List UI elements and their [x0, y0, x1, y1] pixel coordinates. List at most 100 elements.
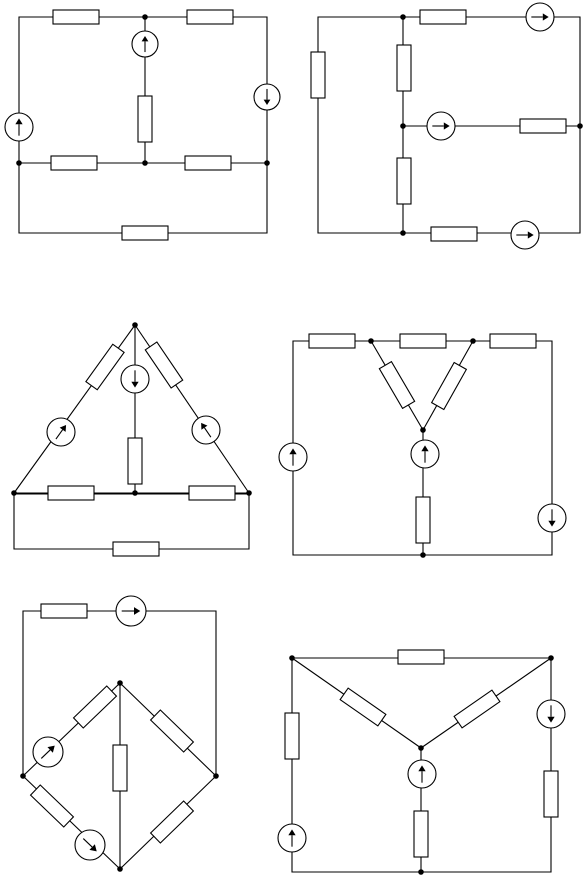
resistor — [413, 810, 429, 858]
current-source-arrow-head — [263, 99, 271, 106]
resistor — [149, 709, 195, 753]
junction-node — [16, 160, 22, 166]
current-source-arrow-head — [548, 520, 556, 527]
resistor — [399, 333, 447, 349]
wire — [13, 493, 250, 550]
junction-node — [470, 338, 476, 344]
current-source — [278, 442, 308, 472]
resistor — [308, 333, 356, 349]
resistor — [415, 496, 431, 544]
current-source-arrow-head — [421, 445, 429, 452]
wire — [18, 16, 145, 150]
current-source — [4, 112, 34, 142]
resistor — [112, 541, 160, 557]
wire — [317, 16, 403, 234]
circuit-panel-3 — [11, 322, 252, 557]
wire — [18, 163, 268, 234]
resistor — [121, 225, 169, 241]
resistor — [419, 9, 467, 25]
current-source-arrow-head — [443, 122, 450, 130]
resistor — [149, 800, 195, 844]
junction-node — [368, 338, 374, 344]
current-source-arrow-head — [289, 448, 297, 455]
wire — [145, 16, 268, 163]
circuit-panel-5 — [20, 595, 219, 872]
current-source — [426, 111, 456, 141]
junction-node — [20, 773, 26, 779]
resistor — [52, 9, 100, 25]
junction-node — [117, 866, 123, 872]
resistor — [112, 744, 128, 792]
resistor — [396, 157, 412, 205]
current-source — [536, 699, 566, 729]
resistor — [339, 687, 387, 727]
resistor — [184, 155, 232, 171]
junction-node — [548, 655, 554, 661]
resistor — [453, 689, 501, 729]
junction-node — [420, 552, 426, 558]
resistor — [50, 155, 98, 171]
resistor — [519, 118, 567, 134]
current-source — [410, 439, 440, 469]
current-source — [510, 220, 540, 250]
junction-node — [264, 160, 270, 166]
resistor — [188, 485, 236, 501]
current-source-arrow-shaft — [203, 427, 212, 438]
current-source — [32, 736, 64, 768]
current-source-arrow-head — [542, 13, 549, 21]
current-source — [537, 503, 567, 533]
junction-node — [213, 773, 219, 779]
current-source-arrow-head — [418, 765, 426, 772]
junction-node — [246, 490, 252, 496]
junction-node — [11, 490, 17, 496]
resistor — [430, 361, 468, 411]
junction-node — [117, 680, 123, 686]
current-source — [131, 30, 159, 58]
current-source — [120, 364, 150, 394]
resistor — [144, 341, 184, 389]
junction-node — [418, 869, 424, 875]
current-source-arrow-shaft — [55, 429, 64, 440]
current-source-arrow-head — [15, 118, 23, 125]
current-source-arrow-shaft — [82, 838, 93, 848]
junction-node — [132, 490, 138, 496]
resistor — [543, 770, 559, 818]
current-source — [46, 417, 76, 447]
current-source — [74, 829, 106, 861]
resistor — [489, 333, 537, 349]
circuit-panel-4 — [278, 333, 567, 558]
resistor — [40, 603, 88, 619]
current-source — [115, 595, 147, 627]
resistor — [284, 712, 300, 760]
junction-node — [400, 14, 406, 20]
resistor — [72, 685, 118, 729]
resistor — [397, 649, 445, 665]
current-source-arrow-head — [201, 422, 208, 430]
junction-node — [420, 427, 426, 433]
current-source-arrow-head — [89, 844, 97, 852]
resistor — [137, 95, 153, 143]
junction-node — [289, 655, 295, 661]
current-source — [253, 83, 281, 111]
circuit-panel-2 — [310, 2, 583, 250]
resistor — [378, 360, 416, 410]
junction-node — [418, 745, 424, 751]
current-source-arrow-head — [134, 607, 141, 615]
junction-node — [577, 123, 583, 129]
resistor — [85, 343, 125, 391]
current-source-arrow-head — [547, 716, 555, 723]
current-source — [277, 823, 307, 853]
resistor — [310, 51, 326, 99]
current-source-arrow-head — [59, 424, 67, 432]
current-source — [407, 759, 437, 789]
resistor — [430, 226, 478, 242]
current-source-arrow-head — [141, 35, 149, 42]
current-source-arrow-head — [288, 829, 296, 836]
current-source-arrow-head — [47, 745, 55, 753]
current-source — [525, 2, 555, 32]
resistor — [186, 9, 234, 25]
circuit-panel-6 — [277, 649, 566, 875]
resistor — [127, 437, 143, 485]
circuit-panel-1 — [4, 9, 281, 241]
